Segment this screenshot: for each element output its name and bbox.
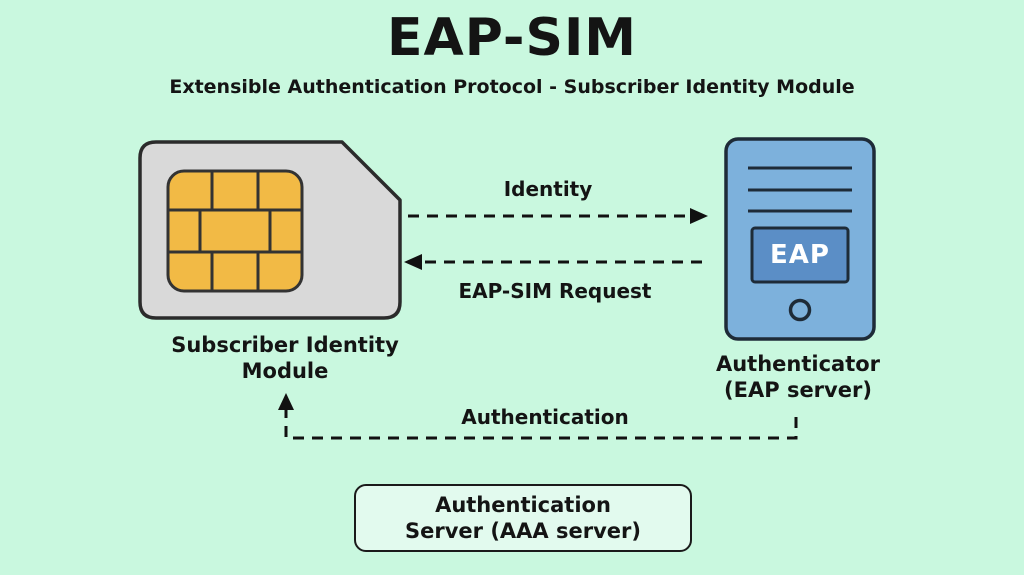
request-arrow-head [404,254,422,270]
server-vent-lines [748,166,852,213]
request-arrow-label: EAP-SIM Request [458,279,652,303]
sim-chip-icon [166,169,304,293]
sim-chip-contact-lines [168,171,302,291]
sim-chip-center-pad [198,208,272,254]
page-subtitle: Extensible Authentication Protocol - Sub… [169,76,855,98]
authentication-arrow-head [278,393,294,410]
sim-label: Subscriber Identity Module [150,333,420,384]
aaa-server-label-line2: Server (AAA server) [405,519,641,543]
server-label-line1: Authenticator [715,352,881,376]
identity-arrow-label: Identity [503,177,593,201]
server-power-icon [788,298,812,322]
aaa-server-box: Authentication Server (AAA server) [354,484,692,552]
authentication-arrow-label: Authentication [461,405,629,429]
server-label-line2: (EAP server) [724,377,872,402]
sim-label-line1: Subscriber Identity [171,333,399,357]
eap-badge-label: EAP [770,240,830,270]
sim-label-line2: Module [241,358,329,383]
server-label: Authenticator (EAP server) [688,352,908,403]
aaa-server-label-line1: Authentication [435,492,611,517]
authentication-arrow-line [284,408,798,440]
identity-arrow-head [690,208,708,224]
page-title: EAP-SIM [386,8,638,68]
eap-badge-box [750,226,850,284]
